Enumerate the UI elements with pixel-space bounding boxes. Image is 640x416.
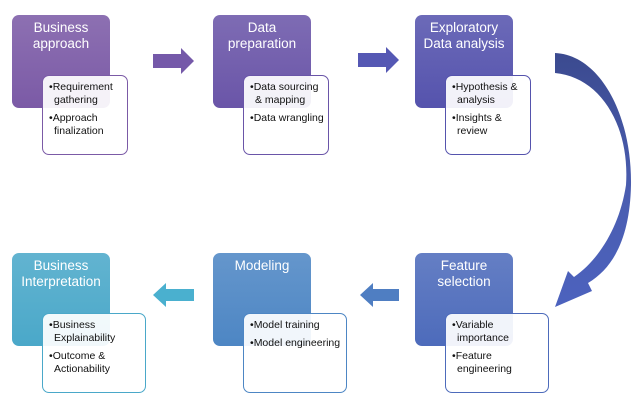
bullet-item: Variable importance [452, 319, 544, 345]
bullet-item: Requirement gathering [49, 81, 123, 107]
bullet-item: Data sourcing & mapping [250, 81, 324, 107]
step-details-business-approach: Requirement gathering Approach finalizat… [42, 75, 128, 155]
step-title: Modeling [234, 258, 290, 273]
bullet-item: Business Explainability [49, 319, 141, 345]
bullet-item: Data wrangling [250, 112, 324, 125]
bullet-item: Hypothesis & analysis [452, 81, 526, 107]
bullet-item: Model engineering [250, 337, 342, 350]
step-details-exploratory-data-analysis: Hypothesis & analysis Insights & review [445, 75, 531, 155]
step-title: Business approach [32, 20, 90, 51]
bullet-item: Approach finalization [49, 112, 123, 138]
bullet-item: Insights & review [452, 112, 526, 138]
step-details-business-interpretation: Business Explainability Outcome & Action… [42, 313, 146, 393]
step-title: Data preparation [227, 20, 297, 51]
step-title: Business Interpretation [21, 258, 101, 289]
step-details-data-preparation: Data sourcing & mapping Data wrangling [243, 75, 329, 155]
bullet-item: Model training [250, 319, 342, 332]
step-details-feature-selection: Variable importance Feature engineering [445, 313, 549, 393]
arrow-right-icon [153, 48, 194, 74]
step-title: Exploratory Data analysis [423, 20, 505, 51]
arrow-left-icon [360, 283, 399, 307]
step-details-modeling: Model training Model engineering [243, 313, 347, 393]
step-title: Feature selection [437, 258, 491, 289]
bullet-item: Outcome & Actionability [49, 350, 141, 376]
arrow-right-icon [358, 47, 399, 73]
bullet-item: Feature engineering [452, 350, 544, 376]
curved-arrow-down-icon [555, 53, 632, 307]
arrow-left-icon [153, 283, 194, 307]
